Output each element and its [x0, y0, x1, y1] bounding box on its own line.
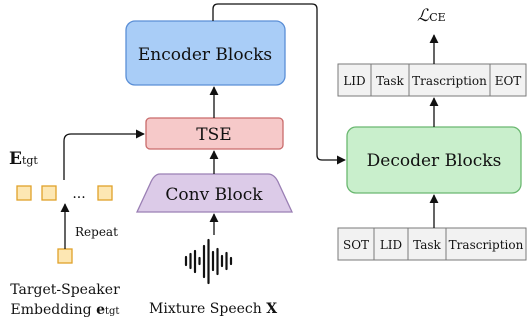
decoder-block-label: Decoder Blocks [367, 151, 502, 171]
input-token-row: SOT LID Task Trascription [337, 227, 527, 261]
decoder-block: Decoder Blocks [346, 126, 522, 194]
output-token-row: LID Task Trascription EOT [337, 63, 527, 97]
input-token: Task [413, 238, 441, 252]
ellipsis: ... [72, 186, 85, 202]
output-token: Task [376, 74, 404, 88]
repeat-label: Repeat [75, 225, 118, 239]
tse-block-label: TSE [196, 125, 231, 145]
speaker-embedding-single-square [57, 248, 73, 264]
input-token: SOT [343, 238, 369, 252]
input-token: Trascription [449, 238, 524, 252]
mixture-speech-caption: Mixture Speech X [149, 301, 278, 317]
arrows [60, 3, 439, 249]
encoder-block: Encoder Blocks [125, 20, 286, 86]
output-token: EOT [495, 74, 522, 88]
loss-label: ℒCE [417, 6, 446, 26]
encoder-block-label: Encoder Blocks [138, 45, 272, 65]
conv-block: Conv Block [135, 173, 294, 213]
speaker-embedding-squares: ... [16, 185, 113, 202]
conv-block-label: Conv Block [165, 185, 263, 205]
output-token: Trascription [412, 74, 487, 88]
target-speaker-caption-line1: Target-Speaker [10, 282, 120, 298]
target-speaker-caption-line2: Embedding etgt [10, 302, 120, 318]
output-token: LID [343, 74, 365, 88]
input-token: LID [380, 238, 402, 252]
speaker-embedding-matrix-label: Etgt [9, 149, 38, 169]
waveform-icon [184, 238, 233, 285]
tse-block: TSE [145, 117, 284, 150]
target-speaker-caption: Target-Speaker Embedding etgt [0, 280, 130, 322]
